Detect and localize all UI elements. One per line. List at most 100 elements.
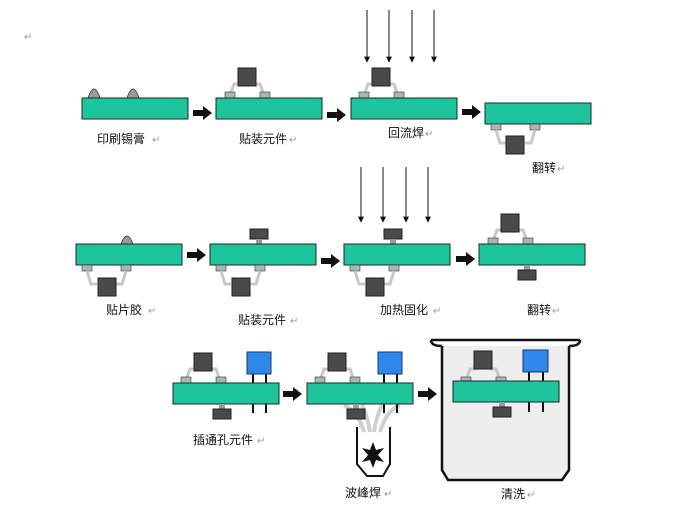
step-label: 清洗 [501,487,525,501]
paragraph-mark: ↵ [24,32,32,43]
step-label: 贴装元件 [239,132,287,146]
through-hole-component [522,349,549,373]
solder-pad [393,91,405,99]
smd-chip [237,67,257,87]
pcb-board [81,97,189,120]
pcb-board [75,243,183,266]
solder-pad [522,237,534,245]
smd-chip [473,350,493,370]
step-cleaning: 清洗 ↵ [429,338,582,501]
svg-text:↵: ↵ [527,490,535,501]
svg-text:↵: ↵ [289,135,297,146]
adhesive-dot [353,404,359,409]
solder-pad [349,264,361,272]
flame-icon [362,442,384,468]
flow-arrow [456,252,475,266]
chip-leg [494,129,506,145]
smd-chip-small [212,408,232,420]
smd-chip [500,213,520,233]
flow-arrows-row-2 [187,248,475,268]
smd-chip-small [492,406,512,418]
solder-pad [388,264,400,272]
solder-pad [215,376,227,384]
through-hole-component [246,351,272,375]
chip-leg [353,270,365,286]
chip-leg [384,270,396,286]
pcb-board [484,102,592,125]
step-label: 翻转 [532,160,556,175]
step-label: 波峰焊 [345,485,381,500]
smd-chip [365,277,385,297]
solder-pad [215,264,227,272]
solder-pad [358,91,370,99]
adhesive-dot [219,404,225,409]
flow-arrow [321,254,340,268]
flow-arrow [462,105,481,119]
svg-text:↵: ↵ [433,306,441,317]
flow-arrow [283,387,302,401]
step-flip-2: 翻转 ↵ [478,213,586,317]
pcb-board [306,382,414,405]
smd-chip-small [249,228,269,240]
solder-pad [349,376,361,384]
step-label: 加热固化 [380,303,428,317]
svg-text:↵: ↵ [384,489,392,500]
flow-arrows-row-3 [283,387,437,401]
svg-text:↵: ↵ [557,164,565,175]
pcb-board [209,243,317,266]
step-through-hole: 插通孔元件 ↵ [172,351,280,447]
step-label: 贴片胶 [106,302,142,317]
smd-chip-small [517,269,537,281]
adhesive-dot [256,239,262,244]
solder-pad [81,264,93,272]
flow-arrow [187,248,206,262]
step-label: 回流焊 [388,125,424,140]
tank-lip [429,339,443,348]
solder-pad [224,91,236,99]
solder-pad [529,123,541,131]
chip-leg [525,129,537,145]
smd-chip-small [346,408,366,420]
chip-leg [116,270,128,286]
step-label: 插通孔元件 [193,433,253,447]
adhesive-dot [499,402,505,407]
step-heat-cure: 加热固化 ↵ [343,167,451,317]
pcb-board [350,97,458,120]
chip-leg [250,270,262,286]
solder-pad [490,123,502,131]
chip-leg [85,270,97,286]
solder-paste-blob [87,88,101,99]
step-label: 翻转 [527,302,551,317]
tank-lip [568,339,582,348]
svg-text:↵: ↵ [290,316,298,327]
step-adhesive: 贴片胶 ↵ [75,235,183,317]
flow-arrow [418,387,437,401]
step-flip-1: 翻转 ↵ [484,102,592,175]
smd-chip [193,352,213,372]
solder-pad [180,376,192,384]
svg-text:↵: ↵ [552,306,560,317]
svg-text:↵: ↵ [425,129,433,140]
svg-text:↵: ↵ [152,135,160,146]
pcb-board [478,243,586,266]
pcb-board [452,380,560,403]
adhesive-dot [524,265,530,270]
smd-chip [231,277,251,297]
smd-chip [327,352,347,372]
step-wave-solder: 波峰焊 ↵ [306,351,414,500]
step-label: 贴装元件 [238,313,286,327]
svg-text:↵: ↵ [148,306,156,317]
adhesive-dot [120,235,134,245]
solder-pad [120,264,132,272]
flow-arrow [193,106,212,120]
pcb-board [172,382,280,405]
step-solder-paste: 印刷锡膏 ↵ [81,88,189,146]
solder-pad [487,237,499,245]
solder-paste-blob [126,88,140,99]
step-reflow: 回流焊 ↵ [350,10,458,140]
step-place-components: 贴装元件 ↵ [215,67,323,146]
chip-leg [219,270,231,286]
pcb-board [343,243,451,266]
svg-text:↵: ↵ [257,436,265,447]
